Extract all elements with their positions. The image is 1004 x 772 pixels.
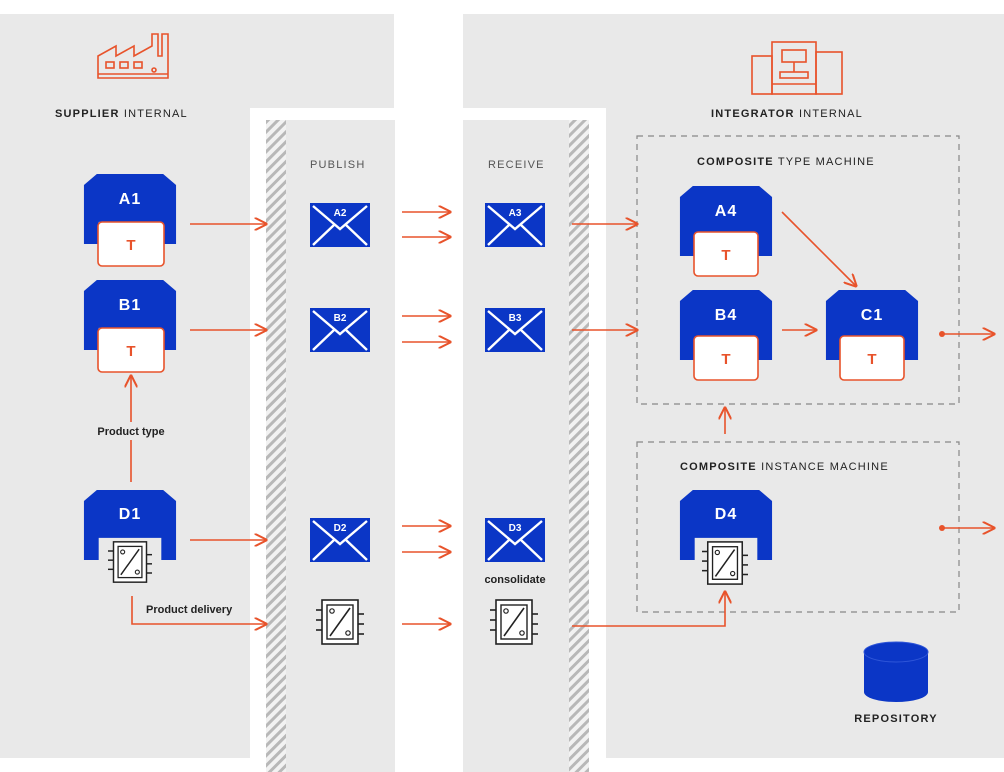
machine-d4: D4 — [679, 490, 773, 585]
integrator-title-rest: INTERNAL — [795, 108, 863, 120]
repository-label: REPOSITORY — [854, 713, 938, 725]
composite-type-title-bold: COMPOSITE — [697, 156, 774, 168]
publish-title: PUBLISH — [310, 159, 365, 171]
receive-hatch — [569, 120, 589, 772]
type-label: T — [126, 343, 135, 360]
factory-icon — [97, 33, 169, 79]
product-delivery-arrow — [131, 596, 266, 624]
envelope-a2-label: A2 — [334, 208, 347, 219]
chip-icon — [316, 599, 364, 645]
envelope-d2-label: D2 — [334, 523, 347, 534]
envelope-d3-label: D3 — [509, 523, 522, 534]
envelope-b3: B3 — [485, 308, 545, 352]
envelope-b2-label: B2 — [334, 313, 347, 324]
composite-instance-box — [636, 441, 960, 613]
envelope-b3-label: B3 — [509, 313, 522, 324]
machine-c1: C1 T — [825, 290, 919, 381]
machine-b1: B1 T — [83, 280, 177, 373]
arrow-chip-d4 — [572, 592, 725, 627]
composite-instance-title-bold: COMPOSITE — [680, 461, 757, 473]
transfer-arrows — [402, 212, 450, 624]
product-type-label: Product type — [97, 426, 164, 438]
type-box — [693, 231, 759, 277]
type-box — [839, 335, 905, 381]
envelope-b2: B2 — [310, 308, 370, 352]
composite-type-box — [636, 135, 960, 405]
database-icon — [863, 641, 929, 702]
composite-type-title: COMPOSITE TYPE MACHINE — [697, 156, 875, 168]
machine-a1-label: A1 — [119, 191, 141, 208]
chip-icon — [108, 541, 152, 583]
machine-icon — [751, 41, 843, 95]
type-box — [97, 327, 165, 373]
integrator-title-bold: INTEGRATOR — [711, 108, 795, 120]
machine-a1: A1 T — [83, 174, 177, 267]
machine-c1-label: C1 — [861, 307, 883, 324]
composite-instance-title-rest: INSTANCE MACHINE — [757, 461, 889, 473]
type-label: T — [721, 351, 730, 368]
type-box — [97, 221, 165, 267]
machine-b4: B4 T — [679, 290, 773, 381]
integrator-title: INTEGRATOR INTERNAL — [711, 108, 863, 120]
composite-instance-title: COMPOSITE INSTANCE MACHINE — [680, 461, 889, 473]
type-box — [693, 335, 759, 381]
composite-type-title-rest: TYPE MACHINE — [774, 156, 875, 168]
supplier-title-bold: SUPPLIER — [55, 108, 120, 120]
machine-a4-label: A4 — [715, 203, 737, 220]
receive-title: RECEIVE — [488, 159, 545, 171]
type-label: T — [126, 237, 135, 254]
consolidate-label: consolidate — [484, 574, 545, 586]
machine-b4-label: B4 — [715, 307, 737, 324]
type-label: T — [867, 351, 876, 368]
machine-d4-label: D4 — [715, 506, 737, 523]
product-type-label-bg — [88, 422, 176, 440]
supplier-title: SUPPLIER INTERNAL — [55, 108, 188, 120]
envelope-d3: D3 — [485, 518, 545, 562]
machine-b1-label: B1 — [119, 297, 141, 314]
chip-icon — [490, 599, 538, 645]
envelope-a2: A2 — [310, 203, 370, 247]
product-delivery-label: Product delivery — [146, 604, 233, 616]
envelope-a3-label: A3 — [509, 208, 522, 219]
envelope-d2: D2 — [310, 518, 370, 562]
integrator-inner — [606, 108, 1004, 758]
machine-d1: D1 — [83, 490, 177, 583]
publish-hatch — [266, 120, 286, 772]
supplier-title-rest: INTERNAL — [120, 108, 188, 120]
type-label: T — [721, 247, 730, 264]
machine-a4: A4 T — [679, 186, 773, 277]
chip-icon — [702, 541, 748, 585]
machine-d1-label: D1 — [119, 506, 141, 523]
envelope-a3: A3 — [485, 203, 545, 247]
arrow-a4-c1 — [781, 211, 856, 286]
